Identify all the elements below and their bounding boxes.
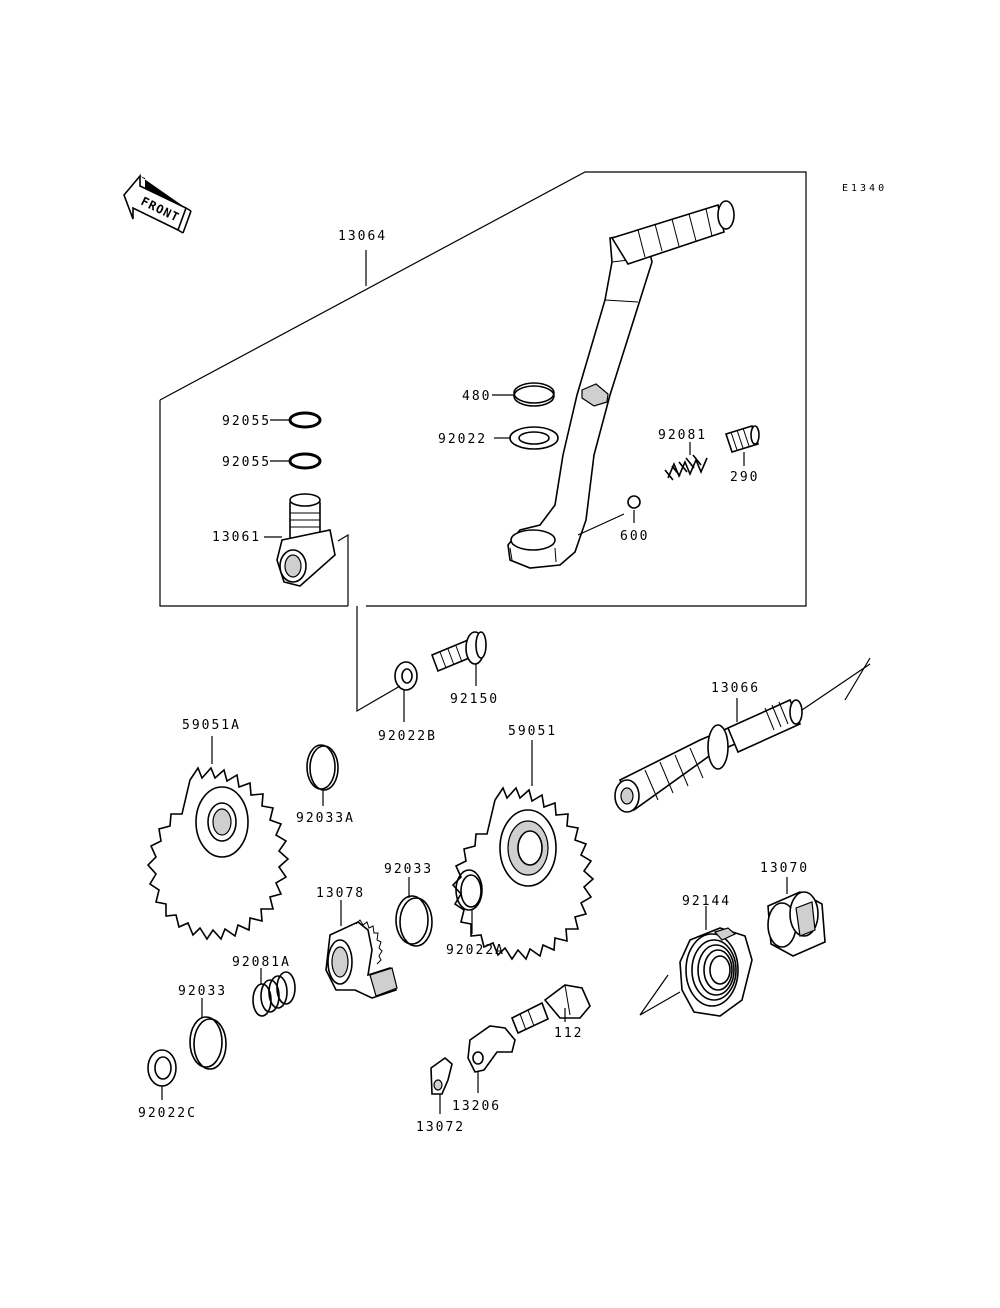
label-112: 112 bbox=[554, 1026, 583, 1041]
part-92022a-washer bbox=[455, 869, 483, 934]
shaft-leader-line bbox=[356, 606, 401, 713]
part-92055-oring-lower bbox=[270, 452, 322, 470]
part-59051-gear bbox=[451, 740, 595, 961]
label-480: 480 bbox=[462, 389, 491, 404]
label-92033-lower: 92033 bbox=[178, 984, 227, 999]
part-92022c-washer bbox=[147, 1049, 177, 1100]
part-92081a-spring bbox=[252, 968, 296, 1017]
label-13072: 13072 bbox=[416, 1120, 465, 1135]
label-600: 600 bbox=[620, 529, 649, 544]
part-13066-shaft bbox=[614, 657, 871, 813]
part-92055-oring-upper bbox=[270, 411, 322, 429]
part-13078-ratchet bbox=[325, 900, 398, 999]
part-92144-spring bbox=[639, 906, 753, 1017]
label-13066: 13066 bbox=[711, 681, 760, 696]
part-92022b-washer bbox=[394, 661, 418, 722]
label-92144: 92144 bbox=[682, 894, 731, 909]
part-600-ball bbox=[577, 495, 641, 536]
part-112-bolt bbox=[510, 984, 591, 1035]
label-13064: 13064 bbox=[338, 229, 387, 244]
kick-pedal-arm bbox=[507, 200, 735, 569]
label-13206: 13206 bbox=[452, 1099, 501, 1114]
label-92081: 92081 bbox=[658, 428, 707, 443]
part-92033-ring-lower bbox=[189, 998, 227, 1070]
label-290: 290 bbox=[730, 470, 759, 485]
part-92022-washer bbox=[494, 426, 559, 450]
label-59051a: 59051A bbox=[182, 718, 241, 733]
part-92033a-ring bbox=[306, 744, 339, 806]
label-92081a: 92081A bbox=[232, 955, 291, 970]
label-92055-lower: 92055 bbox=[222, 455, 271, 470]
label-92022: 92022 bbox=[438, 432, 487, 447]
kick-pedal-assembly-frame bbox=[159, 171, 807, 607]
label-92022b: 92022B bbox=[378, 729, 437, 744]
part-13061-boss bbox=[264, 493, 349, 606]
part-13206-plate bbox=[467, 1025, 516, 1093]
label-92022a: 92022A bbox=[446, 943, 505, 958]
label-13061: 13061 bbox=[212, 530, 261, 545]
label-13070: 13070 bbox=[760, 861, 809, 876]
part-92033-ring bbox=[395, 877, 433, 947]
diagram-code: E1340 bbox=[842, 183, 887, 194]
part-290-pin bbox=[724, 425, 760, 466]
label-13078: 13078 bbox=[316, 886, 365, 901]
label-92150: 92150 bbox=[450, 692, 499, 707]
label-92022c: 92022C bbox=[138, 1106, 197, 1121]
part-13072-pawl bbox=[430, 1056, 453, 1114]
part-92081-spring bbox=[664, 442, 708, 481]
part-92150-bolt bbox=[430, 631, 487, 686]
part-13070-collar bbox=[767, 877, 826, 957]
label-59051: 59051 bbox=[508, 724, 557, 739]
label-92055-upper: 92055 bbox=[222, 414, 271, 429]
front-arrow-icon: FRONT bbox=[123, 173, 192, 234]
part-59051a-gear bbox=[146, 736, 290, 941]
part-480-ring bbox=[492, 382, 555, 407]
label-92033a: 92033A bbox=[296, 811, 355, 826]
label-92033: 92033 bbox=[384, 862, 433, 877]
